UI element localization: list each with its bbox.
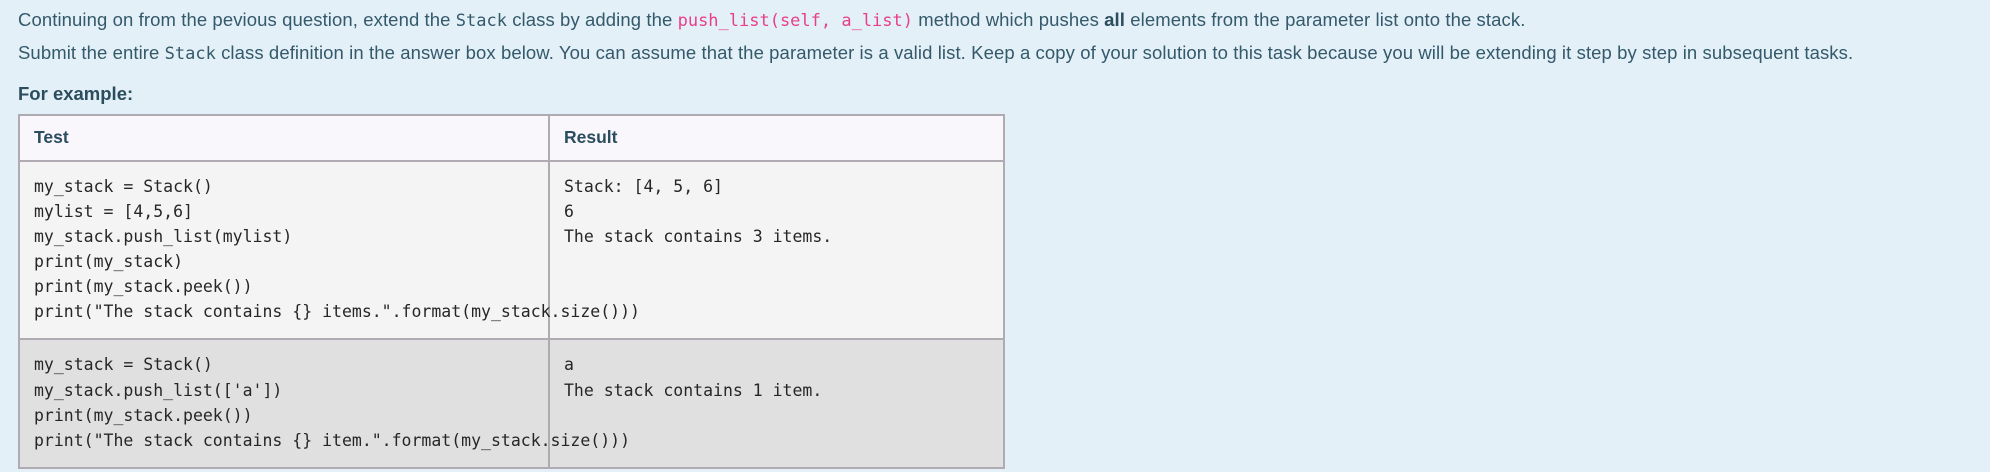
paragraph1-segment-1: Continuing on from the pevious question,… [18,9,456,30]
examples-table: Test Result my_stack = Stack() mylist = … [18,114,1005,469]
paragraph2-segment-2: class definition in the answer box below… [215,42,1854,63]
for-example-label: For example: [18,83,134,104]
paragraph1-segment-2: class by adding the [506,9,678,30]
paragraph1-emphasis-all: all [1104,9,1126,30]
inline-code-stack-class: Stack [455,11,507,31]
paragraph1-segment-3: method which pushes [913,9,1105,30]
table-row: my_stack = Stack() my_stack.push_list(['… [19,338,1004,468]
question-paragraph-1: Continuing on from the pevious question,… [0,6,1525,35]
paragraph1-segment-4: elements from the parameter list onto th… [1125,9,1526,30]
table-row: my_stack = Stack() mylist = [4,5,6] my_s… [19,161,1004,340]
inline-code-push-list-signature: push_list(self, a_list) [677,11,913,31]
test-code-cell: my_stack = Stack() my_stack.push_list(['… [19,338,630,468]
column-header-result: Result [549,115,1004,162]
table-header-row: Test Result [19,115,1004,162]
paragraph2-segment-1: Submit the entire [18,42,165,63]
inline-code-stack-class-2: Stack [164,44,216,64]
test-code-cell: my_stack = Stack() mylist = [4,5,6] my_s… [19,161,640,340]
question-paragraph-2: Submit the entire Stack class definition… [0,39,1853,68]
result-output-cell: a The stack contains 1 item. [549,338,1004,468]
column-header-test: Test [19,115,550,162]
result-output-cell: Stack: [4, 5, 6] 6 The stack contains 3 … [549,161,1004,340]
